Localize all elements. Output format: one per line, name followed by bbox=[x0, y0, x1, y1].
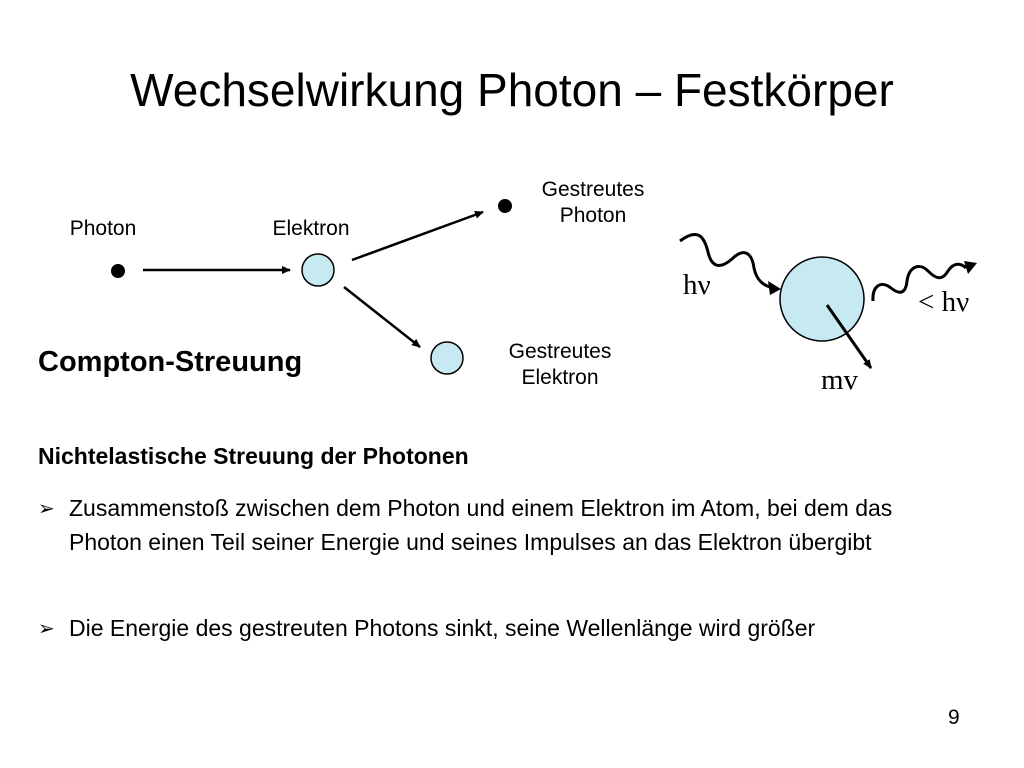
scattered-electron-arrow bbox=[343, 286, 421, 348]
scattered-photon-label-line1: Gestreutes bbox=[541, 178, 645, 201]
scattered-electron-circle bbox=[430, 341, 464, 375]
scattered-photon-dot bbox=[498, 199, 512, 213]
photon-dot bbox=[111, 264, 125, 278]
slide-title: Wechselwirkung Photon – Festkörper bbox=[130, 64, 894, 116]
photon-label: Photon bbox=[69, 217, 137, 240]
bullet-text: Die Energie des gestreuten Photons sinkt… bbox=[69, 615, 816, 641]
electron-circle bbox=[301, 253, 335, 287]
scattered-electron-label: Gestreutes Elektron bbox=[485, 339, 635, 391]
atom-circle bbox=[779, 256, 865, 342]
momentum-label: mv bbox=[821, 364, 859, 396]
outgoing-wave-arrowhead bbox=[964, 261, 977, 274]
bullet-item-2: ➢ Die Energie des gestreuten Photons sin… bbox=[38, 611, 968, 645]
page-number: 9 bbox=[948, 706, 960, 729]
incoming-wave-arrowhead bbox=[768, 281, 781, 295]
energy-in-label: hν bbox=[683, 269, 711, 301]
scattered-photon-label: Gestreutes Photon bbox=[518, 177, 668, 229]
scattered-electron-label-line2: Elektron bbox=[521, 366, 599, 389]
content-heading: Nichtelastische Streuung der Photonen bbox=[38, 443, 469, 469]
scattered-photon-label-line2: Photon bbox=[559, 204, 627, 227]
bullet-text: Zusammenstoß zwischen dem Photon und ein… bbox=[69, 495, 893, 555]
scattered-photon-arrow bbox=[351, 210, 484, 262]
electron-label: Elektron bbox=[272, 217, 350, 240]
scattered-electron-label-line1: Gestreutes bbox=[508, 340, 612, 363]
outgoing-wave bbox=[871, 262, 968, 302]
incoming-wave bbox=[679, 233, 777, 290]
bullet-arrow-icon: ➢ bbox=[38, 496, 55, 520]
recoil-arrow bbox=[825, 304, 873, 369]
bullet-item-1: ➢ Zusammenstoß zwischen dem Photon und e… bbox=[38, 491, 968, 559]
section-title: Compton-Streuung bbox=[38, 346, 303, 378]
energy-out-label: < hν bbox=[918, 286, 970, 318]
bullet-arrow-icon: ➢ bbox=[38, 616, 55, 640]
